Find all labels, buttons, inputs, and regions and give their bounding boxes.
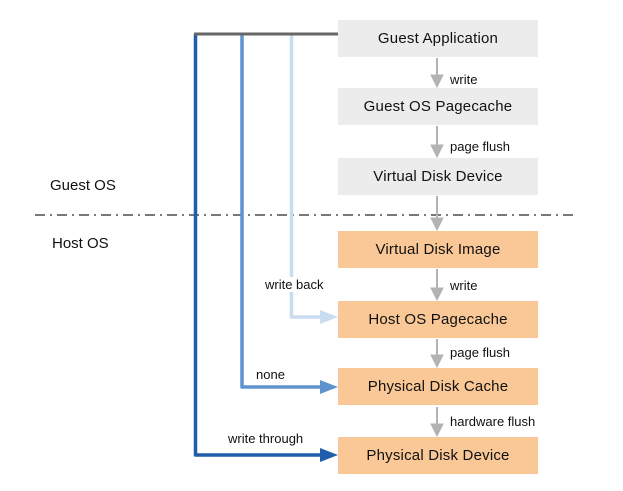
flow-arrowhead-icon [430,74,444,89]
box-virtual-disk-image: Virtual Disk Image [338,231,538,268]
flow-arrowhead-icon [430,423,444,438]
bypass-label-none: none [254,367,287,382]
flow-label-page-flush-2: page flush [450,345,510,360]
box-host-os-pagecache: Host OS Pagecache [338,301,538,338]
box-virtual-disk-device: Virtual Disk Device [338,158,538,195]
bypass-label-write-through: write through [226,431,306,446]
box-guest-os-pagecache: Guest OS Pagecache [338,88,538,125]
flow-label-write-2: write [450,278,478,293]
box-physical-disk-cache: Physical Disk Cache [338,368,538,405]
flow-arrowhead-icon [430,144,444,159]
box-guest-application: Guest Application [338,20,538,57]
write-through-arrowhead-icon [320,448,338,462]
bypass-label-write-back: write back [263,277,326,292]
write-back-line [289,34,321,319]
flow-arrowhead-icon [430,217,444,232]
write-back-arrowhead-icon [320,310,338,324]
box-physical-disk-device: Physical Disk Device [338,437,538,474]
none-line [240,34,321,389]
flow-label-page-flush-1: page flush [450,139,510,154]
write-through-line [193,34,321,457]
none-arrowhead-icon [320,380,338,394]
flow-arrowhead-icon [430,287,444,302]
flow-arrowhead-icon [430,354,444,369]
flow-label-write-1: write [450,72,478,87]
host-os-region-label: Host OS [52,235,109,252]
guest-os-region-label: Guest OS [50,177,116,194]
flow-label-hardware-flush: hardware flush [450,414,536,429]
